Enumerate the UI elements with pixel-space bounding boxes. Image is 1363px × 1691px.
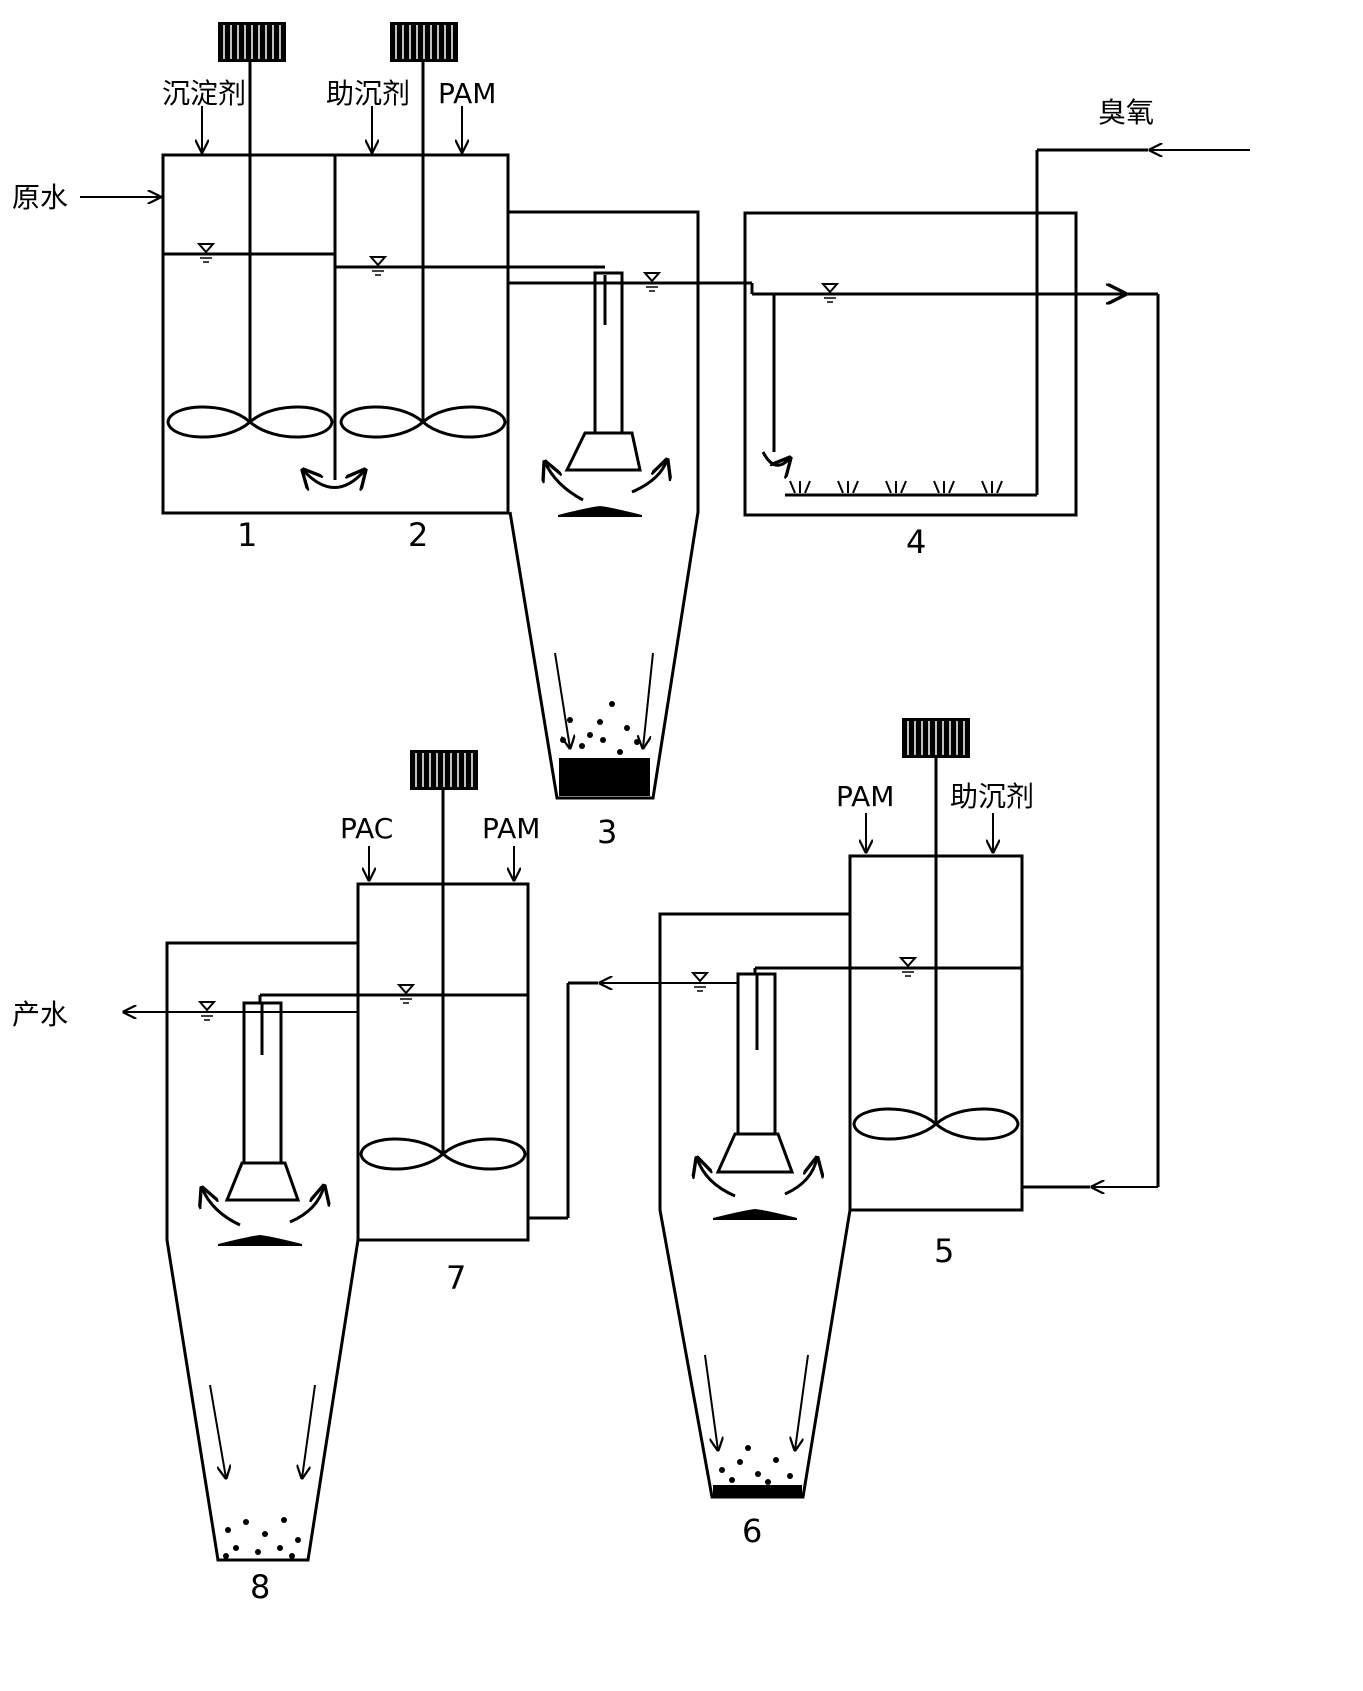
mixing-tank-1-2 bbox=[80, 21, 605, 515]
unit-number-8: 8 bbox=[250, 1568, 270, 1606]
coagulant-aid-label-tank-5: 助沉剂 bbox=[950, 780, 1034, 813]
coagulant-aid-label-top: 助沉剂 bbox=[326, 77, 410, 110]
unit-number-2: 2 bbox=[408, 516, 428, 554]
ozone-tank-4 bbox=[743, 150, 1250, 1187]
settling-tank-6 bbox=[658, 912, 852, 1499]
unit-number-6: 6 bbox=[742, 1512, 762, 1550]
sludge-particles bbox=[559, 701, 650, 796]
mixing-tank-5 bbox=[755, 717, 1024, 1212]
unit-number-7: 7 bbox=[446, 1259, 466, 1297]
unit-number-5: 5 bbox=[934, 1232, 954, 1270]
pam-label-tank-5: PAM bbox=[836, 780, 894, 813]
unit-number-3: 3 bbox=[597, 813, 617, 851]
product-water-label: 产水 bbox=[12, 998, 68, 1031]
pipe-6-to-7 bbox=[528, 972, 738, 1220]
precipitant-label: 沉淀剂 bbox=[162, 77, 246, 110]
sludge-particles bbox=[713, 1445, 802, 1497]
settling-tank-3 bbox=[508, 210, 754, 800]
pam-label-top: PAM bbox=[438, 77, 496, 110]
ozone-label: 臭氧 bbox=[1098, 96, 1154, 129]
unit-number-1: 1 bbox=[237, 516, 257, 554]
raw-water-label: 原水 bbox=[12, 181, 68, 214]
settling-tank-8 bbox=[124, 941, 360, 1562]
mixing-tank-7 bbox=[260, 749, 530, 1242]
sludge-particles bbox=[223, 1517, 301, 1559]
pac-label: PAC bbox=[340, 812, 393, 845]
unit-number-4: 4 bbox=[906, 523, 926, 561]
pam-label-tank-7: PAM bbox=[482, 812, 540, 845]
